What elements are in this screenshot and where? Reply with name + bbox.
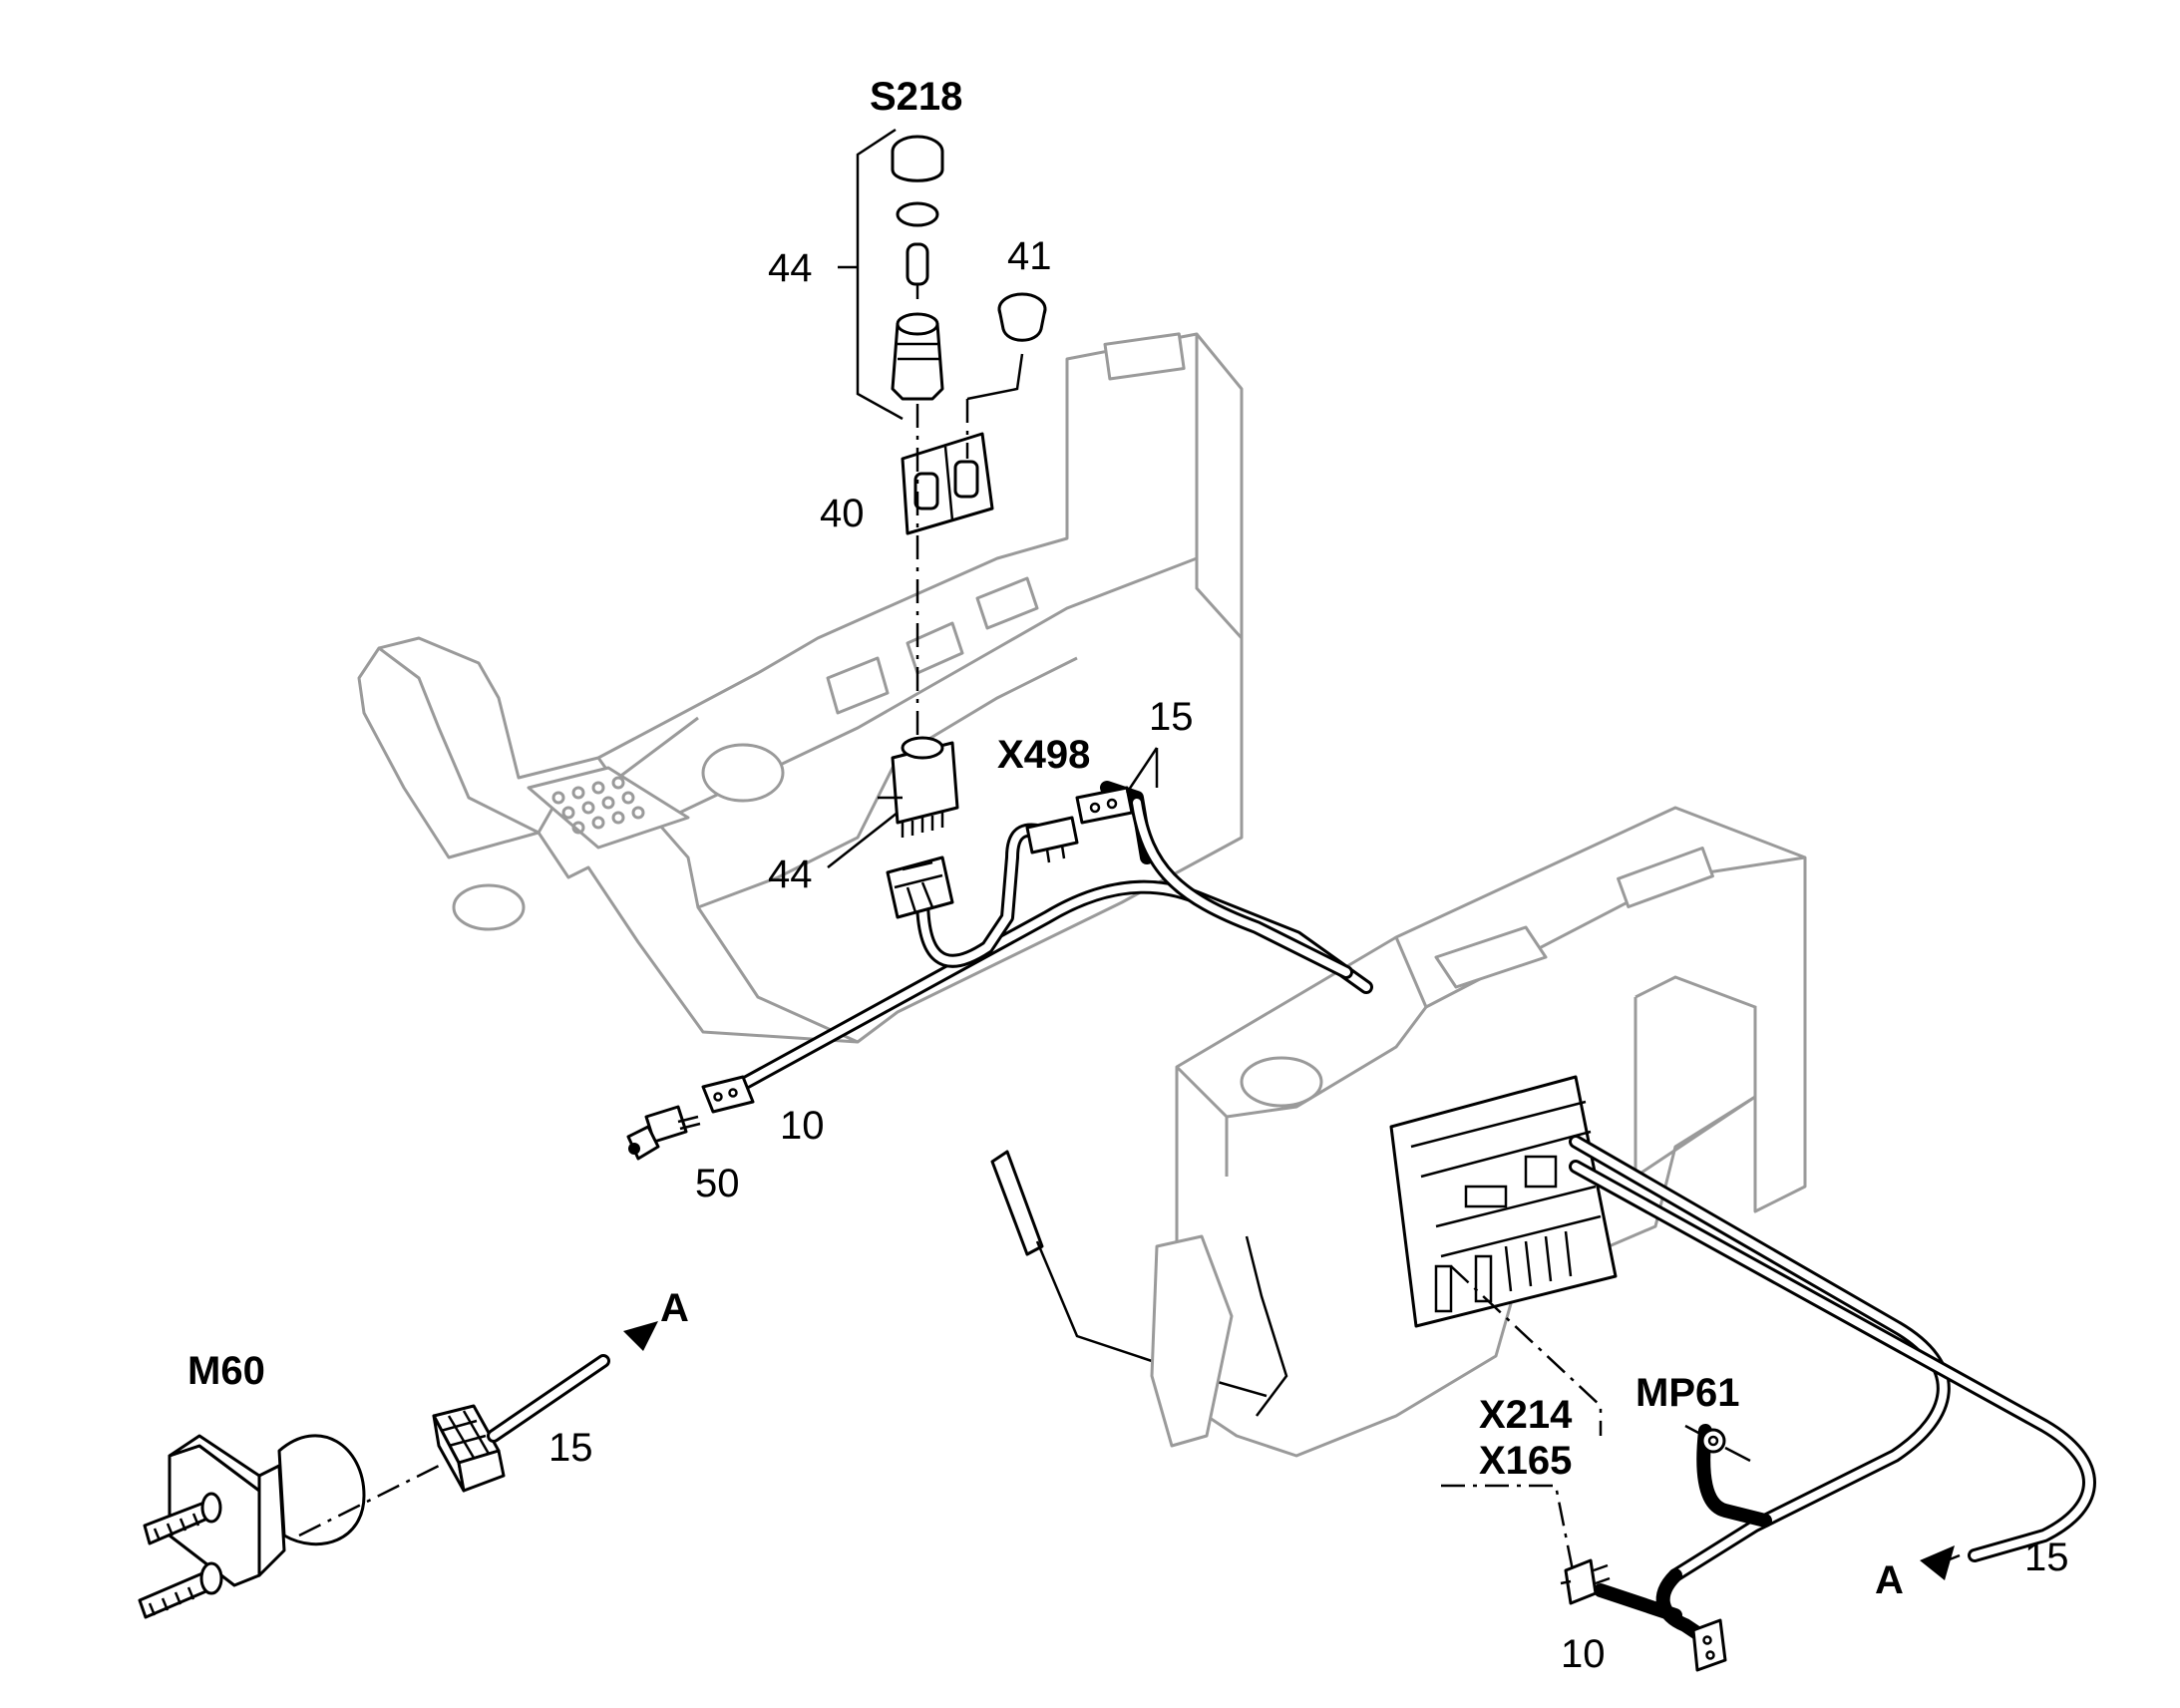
label-15-top: 15 — [1149, 695, 1194, 739]
label-10-bottom: 10 — [1561, 1632, 1606, 1676]
motor-terminal-lower — [138, 1561, 223, 1619]
label-15-left: 15 — [548, 1426, 593, 1470]
o-ring — [896, 201, 939, 227]
circuit-board-details — [1410, 1100, 1602, 1313]
lever-handle — [990, 1150, 1044, 1256]
label-m60: M60 — [187, 1349, 265, 1393]
s218-switch-assembly — [838, 128, 1047, 919]
x214-x165-leader — [1441, 1265, 1603, 1586]
label-x214: X214 — [1479, 1393, 1573, 1437]
left-console-ghost — [357, 332, 1244, 1044]
perforated-pad — [551, 776, 645, 835]
right-console — [990, 806, 1807, 1458]
label-50: 50 — [695, 1162, 740, 1205]
label-s218: S218 — [870, 75, 962, 119]
label-10-left: 10 — [780, 1104, 825, 1148]
label-x165: X165 — [1479, 1439, 1572, 1483]
label-a-left: A — [660, 1286, 689, 1330]
part-labels: S218 44 41 40 X498 15 44 10 50 A M60 15 … — [187, 75, 2069, 1676]
bulb — [906, 242, 929, 286]
left-plugs — [626, 1075, 755, 1161]
m60-connector — [432, 1321, 658, 1493]
arrow-a-right — [1920, 1545, 1955, 1580]
m60-motor — [138, 1434, 440, 1619]
x498-connectors — [1025, 747, 1159, 863]
label-mp61: MP61 — [1635, 1371, 1740, 1415]
bottom-plugs — [1560, 1558, 1727, 1672]
label-40: 40 — [820, 492, 865, 535]
mp61-ground — [1684, 1424, 1751, 1463]
label-41: 41 — [1007, 234, 1052, 278]
leader-44-mid — [827, 812, 899, 868]
label-a-right: A — [1875, 1558, 1904, 1602]
connector-9pin — [886, 855, 954, 919]
label-44-top: 44 — [768, 246, 813, 290]
main-harness — [731, 781, 2096, 1642]
motor-terminal-upper — [143, 1492, 222, 1545]
label-15-right: 15 — [2024, 1536, 2069, 1579]
label-44-mid: 44 — [768, 853, 813, 896]
label-x498: X498 — [997, 733, 1090, 777]
